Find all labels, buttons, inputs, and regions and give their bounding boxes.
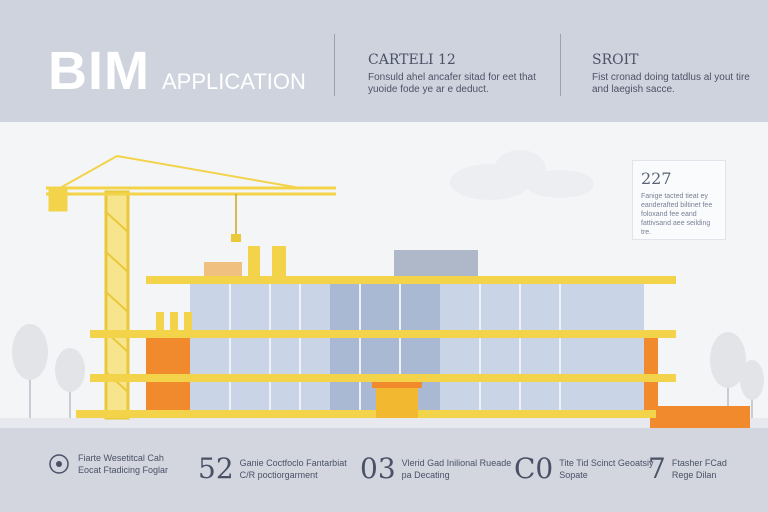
- header-info-desc-1: Fonsuld ahel ancafer sitad for eet that …: [368, 72, 536, 95]
- info-card: 227 Fanige tacted tieat ey eanderafted b…: [632, 160, 726, 240]
- header-banner: BIM APPLICATION CARTELI 12 Fonsuld ahel …: [0, 0, 768, 122]
- columns: [156, 312, 192, 332]
- stat-item: 7 Ftasher FCad Rege Dilan: [648, 452, 742, 485]
- stat-number: 7: [648, 452, 666, 485]
- rooftop-tank: [248, 246, 260, 280]
- header-info-title-2: SROIT: [592, 52, 639, 68]
- stat-item: 52 Ganie Coctfoclo Fantarbiat C/R poctio…: [198, 452, 350, 485]
- rooftop-tank: [272, 246, 286, 280]
- brand-logo: BIM APPLICATION: [48, 40, 306, 102]
- brand-subtitle: APPLICATION: [161, 69, 306, 94]
- brand-title: BIM: [48, 41, 150, 101]
- footer-stats: Fiarte Wesetitcal Cah Eocat Ftadicing Fo…: [0, 428, 768, 512]
- orange-annex: [650, 406, 750, 428]
- stat-label: Tite Tid Scinct Geoatsiy Sopate: [559, 457, 654, 480]
- stat-number: 52: [198, 452, 234, 485]
- header-divider: [334, 34, 335, 96]
- target-icon: [49, 454, 69, 474]
- header-info-desc-2: Fist cronad doing tatdlus al yout tire a…: [592, 72, 750, 95]
- stat-item: Fiarte Wesetitcal Cah Eocat Ftadicing Fo…: [48, 452, 188, 476]
- header-info-block-1: CARTELI 12 Fonsuld ahel ancafer sitad fo…: [368, 52, 538, 96]
- window-mullions: [229, 282, 561, 418]
- stat-label: Ftasher FCad Rege Dilan: [671, 457, 727, 480]
- entrance-door: [376, 386, 418, 418]
- stat-label: Fiarte Wesetitcal Cah Eocat Ftadicing Fo…: [78, 453, 169, 475]
- stat-item: 03 Vlerid Gad Inilional Rueade pa Decati…: [360, 452, 512, 485]
- material-stack: [204, 262, 242, 278]
- stat-label: Ganie Coctfoclo Fantarbiat C/R poctiorga…: [239, 457, 347, 480]
- floor-slabs: [76, 276, 676, 418]
- crane-icon: [46, 155, 336, 420]
- ground: [0, 418, 768, 428]
- info-card-number: 227: [641, 169, 672, 188]
- header-divider: [560, 34, 561, 96]
- header-info-block-2: SROIT Fist cronad doing tatdlus al yout …: [592, 52, 762, 96]
- building-illustration: [0, 150, 768, 428]
- stat-number: 03: [360, 452, 396, 485]
- header-info-title-1: CARTELI 12: [368, 52, 456, 68]
- stat-label: Vlerid Gad Inilional Rueade pa Decating: [401, 457, 512, 480]
- stat-number: C0: [514, 452, 554, 485]
- cloud-icon: [450, 150, 594, 200]
- info-card-text: Fanige tacted tieat ey eanderafted bilti…: [641, 193, 713, 236]
- entrance-canopy: [372, 382, 422, 388]
- stat-item: C0 Tite Tid Scinct Geoatsiy Sopate: [514, 452, 669, 485]
